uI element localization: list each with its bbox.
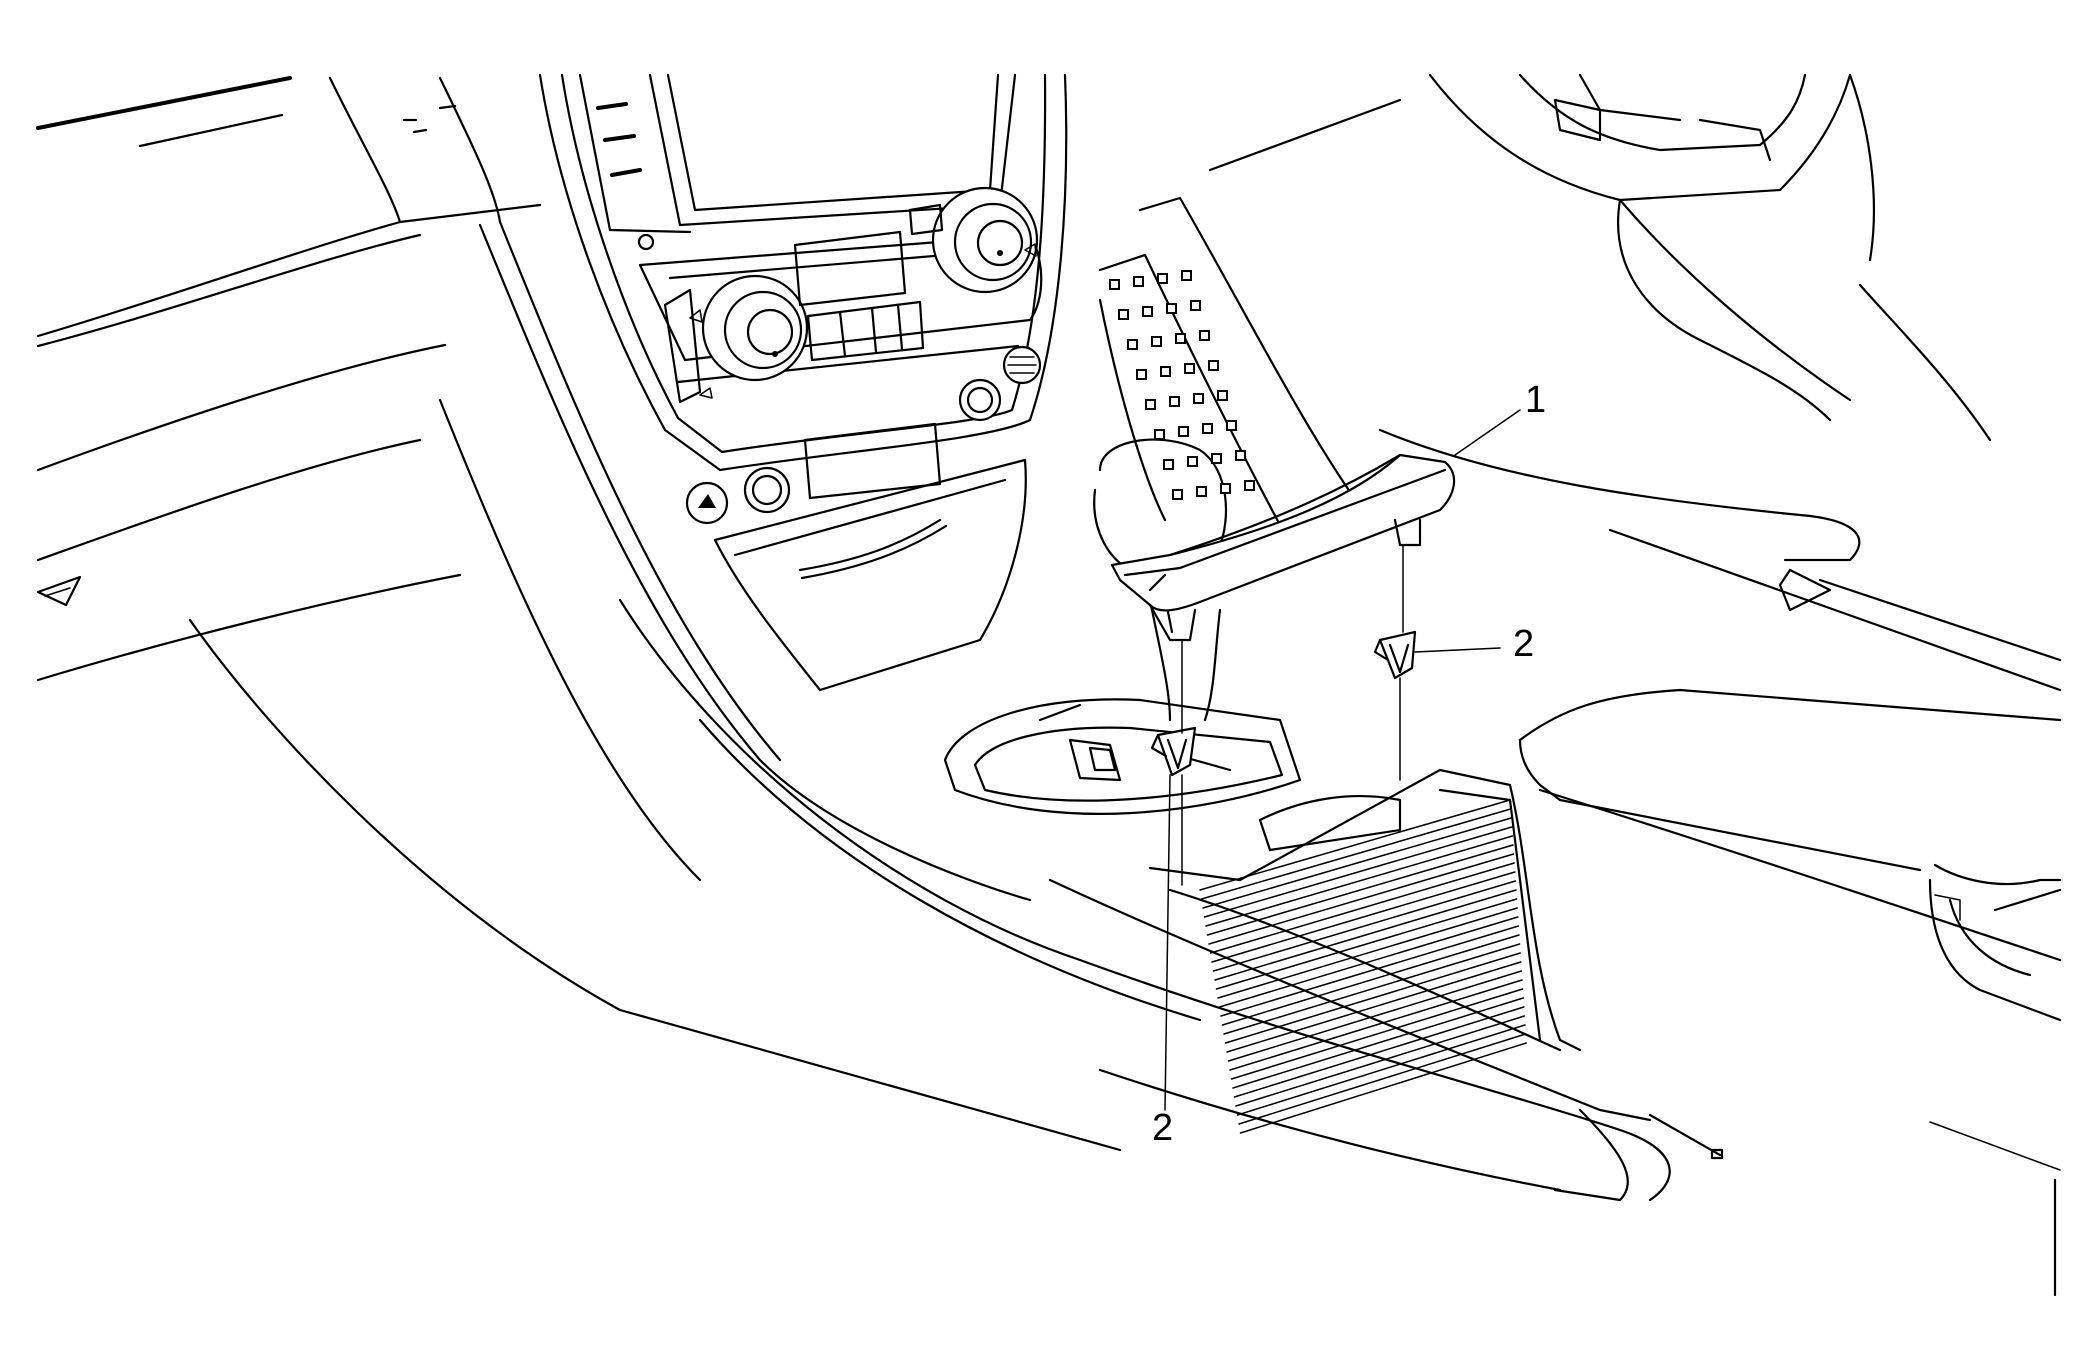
console-rib (1208, 853, 1515, 945)
grille-square (1199, 330, 1210, 341)
grille-square (1118, 309, 1129, 320)
callout-2-left: 2 (1152, 1107, 1173, 1149)
grille-square (1196, 486, 1207, 497)
console-rib (1215, 898, 1518, 990)
grille-square (1220, 483, 1231, 494)
grille-square (1151, 336, 1162, 347)
console-rib (1232, 997, 1524, 1089)
console-rib (1238, 1033, 1527, 1125)
callout-2-right: 2 (1513, 623, 1534, 665)
console-rib (1218, 916, 1519, 1008)
console-rib (1199, 799, 1511, 891)
grille-square (1211, 453, 1222, 464)
grille-square (1190, 300, 1201, 311)
console-rib (1221, 934, 1520, 1026)
right-interior (1138, 73, 2062, 1297)
console-rib (1206, 844, 1514, 936)
grille-square (1133, 276, 1144, 287)
console-rib (1202, 817, 1512, 909)
grille-square (1145, 399, 1156, 410)
console-rib (1236, 1024, 1526, 1116)
grille-square (1187, 456, 1198, 467)
grille-square (1166, 303, 1177, 314)
grille-square (1127, 339, 1138, 350)
console-rib (1205, 835, 1514, 927)
grille-square (1202, 423, 1213, 434)
grille-square (1208, 360, 1219, 371)
grille-square (1175, 333, 1186, 344)
grille-square (1157, 273, 1168, 284)
grille-square (1172, 489, 1183, 500)
retainer-clip-right (1373, 630, 1417, 680)
console-rib (1226, 961, 1522, 1053)
console-rib (1220, 925, 1520, 1017)
console-rib (1224, 952, 1521, 1044)
console-rib (1229, 979, 1523, 1071)
grille-square (1226, 420, 1237, 431)
center-stack (438, 73, 1068, 902)
callout-labels: 1 2 2 (1152, 379, 1546, 1149)
left-dash-panel (36, 76, 542, 682)
grille-square (1217, 390, 1228, 401)
console-rib (1233, 1006, 1525, 1098)
console-rib (1212, 880, 1517, 972)
grille-square (1109, 279, 1120, 290)
grille-square (1184, 363, 1195, 374)
shift-trim-cover (1110, 453, 1456, 642)
grille-square (1244, 480, 1255, 491)
callout-1: 1 (1525, 379, 1546, 421)
grille-square (1136, 369, 1147, 380)
console-rib (1239, 1042, 1527, 1134)
grille-square (1163, 459, 1174, 470)
console-rib (1230, 988, 1524, 1080)
console-rib (1203, 826, 1513, 918)
explosion-lines (1164, 409, 1521, 1111)
console-rib (1200, 808, 1512, 900)
shifter-area (943, 438, 1302, 815)
grille-square (1235, 450, 1246, 461)
console-rib (1235, 1015, 1526, 1107)
grille-square (1160, 366, 1171, 377)
console-rib (1223, 943, 1521, 1035)
grille-square (1178, 426, 1189, 437)
floor-grille (1098, 253, 1282, 527)
console-rib (1209, 862, 1515, 954)
retainer-clip-left (1150, 726, 1197, 777)
grille-square (1142, 306, 1153, 317)
console-rib (1211, 871, 1516, 963)
console-rib (1214, 889, 1517, 981)
grille-square (1181, 270, 1192, 281)
grille-square (1193, 393, 1204, 404)
console-rib (1217, 907, 1518, 999)
grille-square (1154, 429, 1165, 440)
grille-square (1169, 396, 1180, 407)
console-rib (1227, 970, 1523, 1062)
ribbed-console-panel (188, 598, 1724, 1202)
